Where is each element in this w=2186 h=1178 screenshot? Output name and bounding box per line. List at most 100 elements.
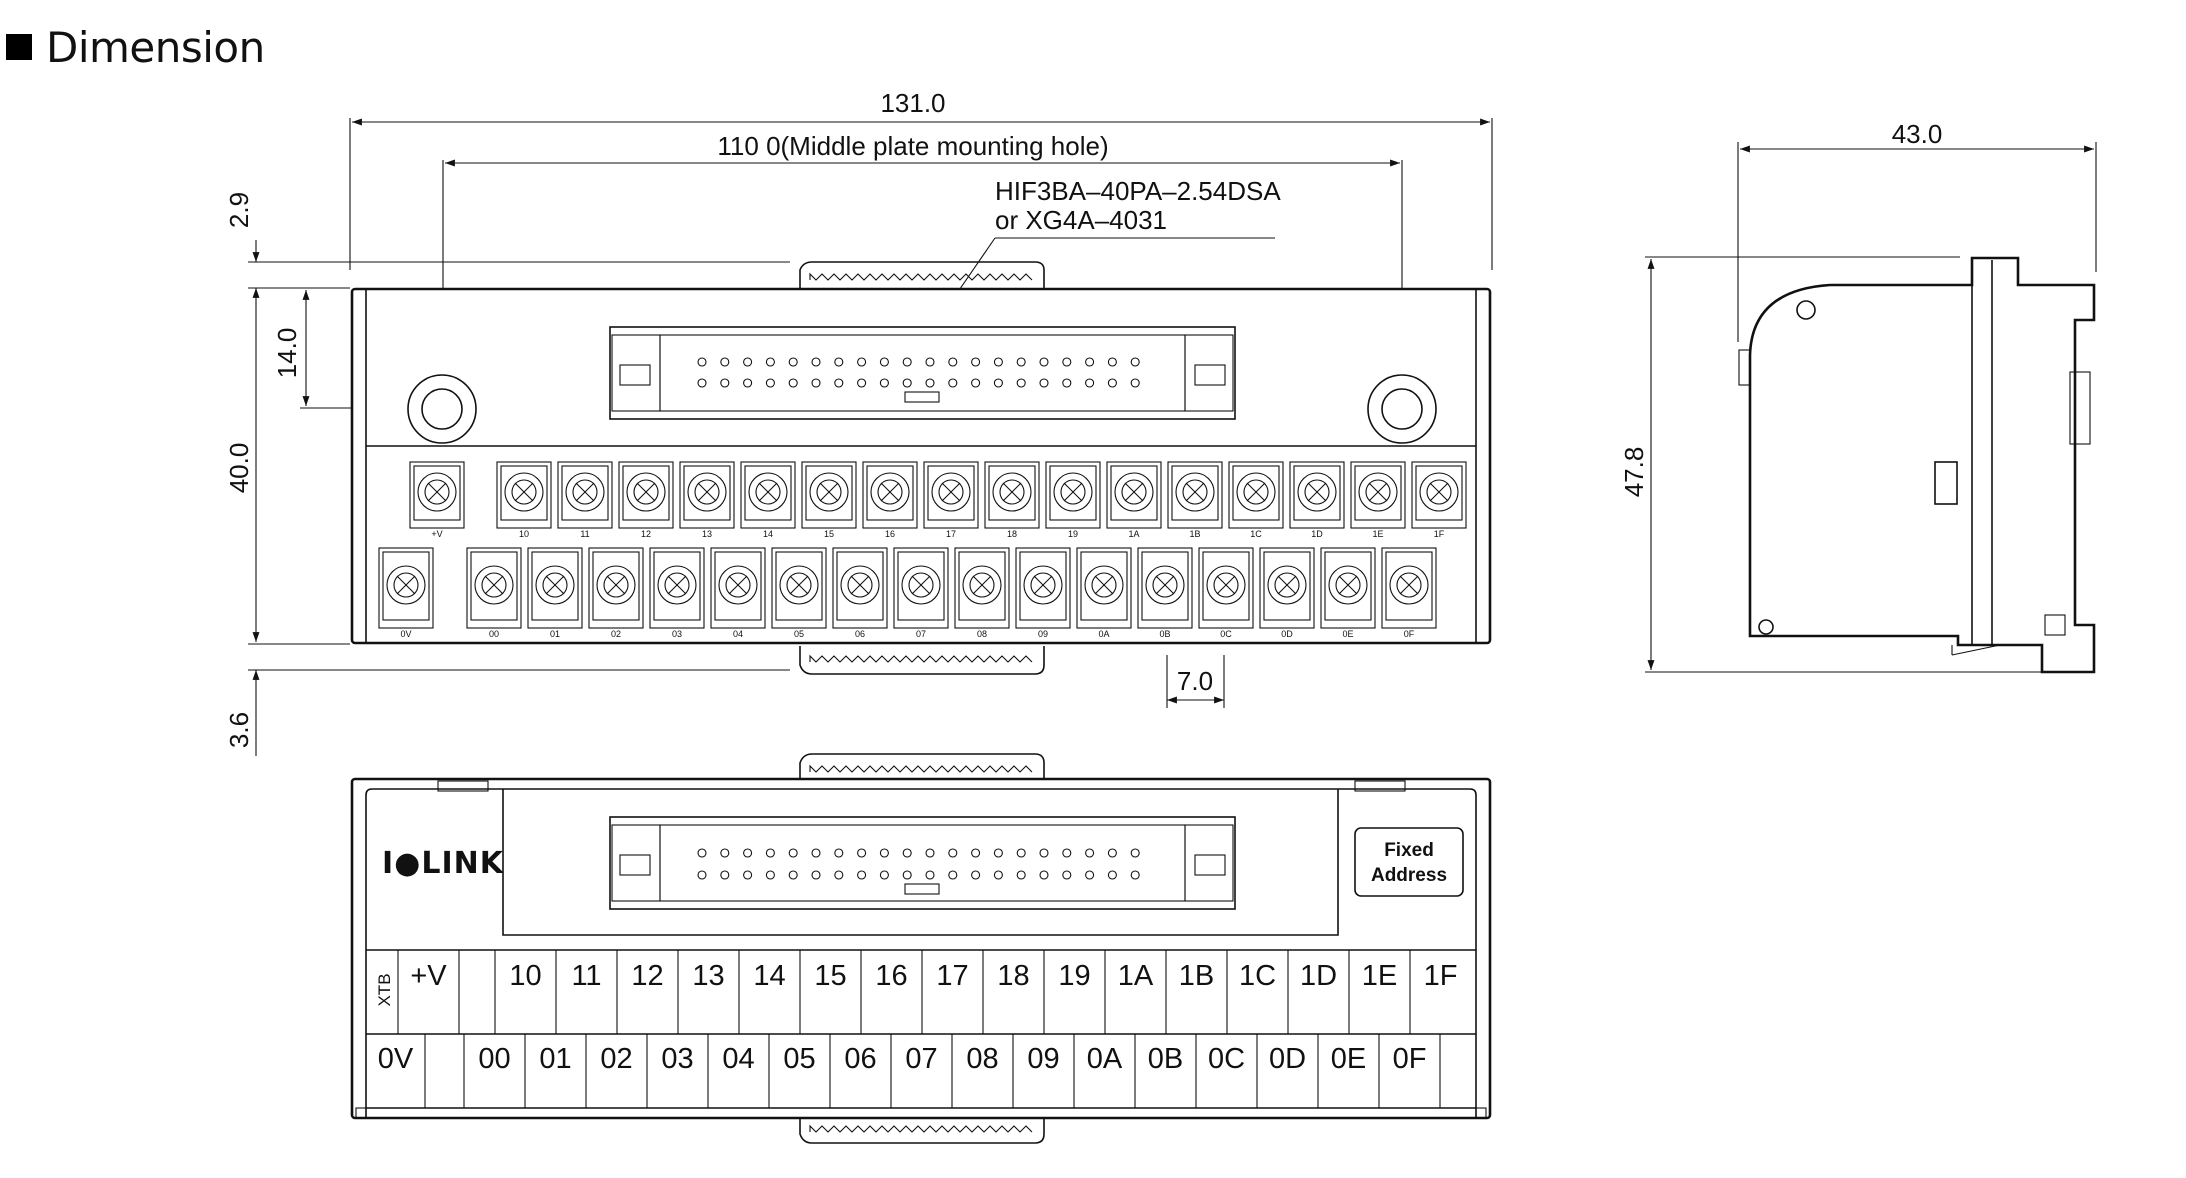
terminal-lower-1: 00 <box>466 547 522 639</box>
terminal-label: 03 <box>672 629 682 639</box>
terminal-label: 06 <box>855 629 865 639</box>
heading-title: Dimension <box>46 22 265 72</box>
terminal-label: 08 <box>977 629 987 639</box>
terminal-label: 01 <box>550 629 560 639</box>
terminal-label: 1C <box>1250 529 1262 539</box>
terminal-label: 07 <box>916 629 926 639</box>
terminal-label: 11 <box>580 529 589 539</box>
front-bottom-label: 08 <box>966 1043 998 1075</box>
front-bottom-label: 0F <box>1393 1043 1427 1075</box>
front-top-label: 1C <box>1239 960 1276 992</box>
front-bottom-label: 0B <box>1148 1043 1183 1075</box>
terminal-lower-16: 0F <box>1381 547 1437 639</box>
heading-square-icon <box>6 34 32 60</box>
front-bottom-label: 0E <box>1331 1043 1366 1075</box>
terminal-label: 1E <box>1372 529 1383 539</box>
terminal-upper-9: 18 <box>984 461 1040 539</box>
terminal-upper-5: 14 <box>740 461 796 539</box>
terminal-lower-3: 02 <box>588 547 644 639</box>
terminal-label: 13 <box>702 529 712 539</box>
front-top-label: 1B <box>1179 960 1214 992</box>
terminal-lower-11: 0A <box>1076 547 1132 639</box>
fixed-address-line1: Fixed <box>1384 840 1434 861</box>
front-bottom-label: 07 <box>905 1043 937 1075</box>
dim-mounting-hole: 110 0(Middle plate mounting hole) <box>717 131 1108 161</box>
terminal-label: 02 <box>611 629 621 639</box>
terminal-label: 10 <box>519 529 529 539</box>
front-bottom-label: 04 <box>722 1043 754 1075</box>
terminal-lower-8: 07 <box>893 547 949 639</box>
terminal-lower-6: 05 <box>771 547 827 639</box>
front-top-label: 1F <box>1424 960 1458 992</box>
front-bottom-label: 0A <box>1087 1043 1123 1075</box>
terminal-upper-6: 15 <box>801 461 857 539</box>
dim-body-height: 40.0 <box>224 443 254 494</box>
terminal-label: 1B <box>1189 529 1200 539</box>
terminal-lower-13: 0C <box>1198 547 1254 639</box>
heading: Dimension <box>6 22 265 72</box>
front-bottom-label: 03 <box>661 1043 693 1075</box>
front-top-label: 1E <box>1362 960 1397 992</box>
terminal-label: 1F <box>1434 529 1445 539</box>
terminal-row-upper: +V 10 11 12 13 14 15 16 17 18 19 1A 1B 1C 1D 1E 1F <box>409 461 1467 539</box>
terminal-lower-9: 08 <box>954 547 1010 639</box>
front-top-label: 1A <box>1118 960 1154 992</box>
fixed-address-line2: Address <box>1371 865 1447 886</box>
dim-hole-offset: 14.0 <box>272 328 302 379</box>
front-bottom-label: 00 <box>478 1043 510 1075</box>
front-top-label: 13 <box>692 960 724 992</box>
front-top-label: 14 <box>753 960 785 992</box>
fixed-address-badge <box>1354 827 1464 897</box>
terminal-label: 1D <box>1311 529 1323 539</box>
terminal-label: 05 <box>794 629 804 639</box>
terminal-upper-0: +V <box>409 461 465 539</box>
dim-side-height: 47.8 <box>1619 447 1649 498</box>
terminal-label: 18 <box>1007 529 1017 539</box>
terminal-upper-15: 1E <box>1350 461 1406 539</box>
terminal-label: 0E <box>1342 629 1353 639</box>
front-bottom-label: 0C <box>1208 1043 1245 1075</box>
terminal-lower-14: 0D <box>1259 547 1315 639</box>
dim-top-offset: 2.9 <box>224 192 254 228</box>
dim-pitch: 7.0 <box>1177 666 1213 696</box>
terminal-label: +V <box>431 529 442 539</box>
terminal-upper-16: 1F <box>1411 461 1467 539</box>
dim-side-width: 43.0 <box>1892 119 1943 149</box>
terminal-upper-10: 19 <box>1045 461 1101 539</box>
terminal-upper-11: 1A <box>1106 461 1162 539</box>
terminal-upper-2: 11 <box>557 461 613 539</box>
front-top-label: 12 <box>631 960 663 992</box>
front-top-label: 11 <box>571 960 601 992</box>
front-bottom-label: 0V <box>378 1043 414 1075</box>
terminal-label: 0C <box>1220 629 1232 639</box>
connector-callout-line2: or XG4A–4031 <box>995 205 1167 235</box>
dim-overall-width: 131.0 <box>880 88 945 118</box>
terminal-label: 17 <box>946 529 956 539</box>
terminal-label: 04 <box>733 629 743 639</box>
front-bottom-label: 02 <box>600 1043 632 1075</box>
terminal-label: 0D <box>1281 629 1293 639</box>
front-bottom-label: 05 <box>783 1043 815 1075</box>
terminal-lower-15: 0E <box>1320 547 1376 639</box>
terminal-upper-3: 12 <box>618 461 674 539</box>
front-top-label: 18 <box>997 960 1029 992</box>
front-bottom-label: 01 <box>539 1043 571 1075</box>
terminal-label: 00 <box>489 629 499 639</box>
front-top-label: +V <box>410 960 447 992</box>
top-dimensions: 131.0 110 0(Middle plate mounting hole) … <box>224 88 1493 756</box>
terminal-label: 14 <box>763 529 773 539</box>
terminal-label: 16 <box>885 529 895 539</box>
terminal-upper-4: 13 <box>679 461 735 539</box>
front-top-label: 10 <box>509 960 541 992</box>
front-bottom-label: 06 <box>844 1043 876 1075</box>
front-bottom-label: 09 <box>1027 1043 1059 1075</box>
terminal-upper-13: 1C <box>1228 461 1284 539</box>
terminal-label: 12 <box>641 529 651 539</box>
front-top-label: 17 <box>936 960 968 992</box>
front-top-label: 19 <box>1058 960 1090 992</box>
front-bottom-label: 0D <box>1269 1043 1306 1075</box>
terminal-label: 1A <box>1128 529 1139 539</box>
terminal-label: 0B <box>1159 629 1170 639</box>
